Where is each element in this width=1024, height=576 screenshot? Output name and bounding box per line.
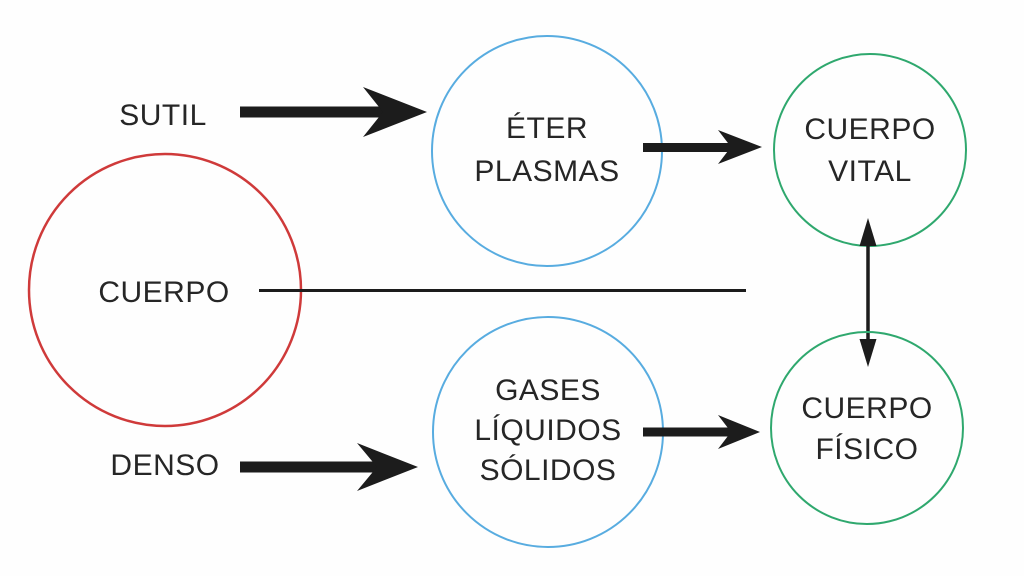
eter-plasmas-label-line1: ÉTER xyxy=(506,112,588,145)
cuerpo-vital-label-line2: VITAL xyxy=(828,155,912,188)
sutil-arrow xyxy=(240,87,427,137)
cuerpo-fisico-label-line2: FÍSICO xyxy=(815,433,918,466)
cuerpo-horizontal-line xyxy=(259,289,746,292)
denso-arrow-shaft xyxy=(240,461,385,473)
eter-plasmas-label-line2: PLASMAS xyxy=(474,155,619,188)
eter-to-vital-arrowhead-icon xyxy=(718,130,762,164)
eter-to-vital-arrow xyxy=(643,130,762,164)
vital-fisico-arrowhead-down-icon xyxy=(859,339,877,367)
eter-to-vital-arrow-shaft xyxy=(643,143,738,152)
cuerpo-fisico-label-line1: CUERPO xyxy=(801,392,932,425)
gases-to-fisico-arrow xyxy=(643,415,760,449)
cuerpo-label: CUERPO xyxy=(98,276,229,309)
sutil-arrow-shaft xyxy=(240,106,390,118)
vital-fisico-arrowhead-up-icon xyxy=(859,218,877,246)
cuerpo-vital-label-line1: CUERPO xyxy=(804,113,935,146)
sutil-label: SUTIL xyxy=(119,99,207,132)
denso-label: DENSO xyxy=(110,449,219,482)
cuerpo-vital-circle xyxy=(773,53,967,247)
denso-arrowhead-icon xyxy=(357,443,418,491)
cuerpo-fisico-circle xyxy=(770,331,964,525)
gases-label-line1: GASES xyxy=(495,374,601,407)
gases-label-line3: SÓLIDOS xyxy=(480,454,617,487)
eter-plasmas-circle xyxy=(431,35,663,267)
gases-to-fisico-arrow-shaft xyxy=(643,427,738,437)
sutil-arrowhead-icon xyxy=(363,87,427,137)
gases-label-line2: LÍQUIDOS xyxy=(474,414,621,447)
vital-fisico-double-arrow xyxy=(859,218,877,367)
denso-arrow xyxy=(240,443,418,491)
gases-to-fisico-arrowhead-icon xyxy=(718,415,760,449)
